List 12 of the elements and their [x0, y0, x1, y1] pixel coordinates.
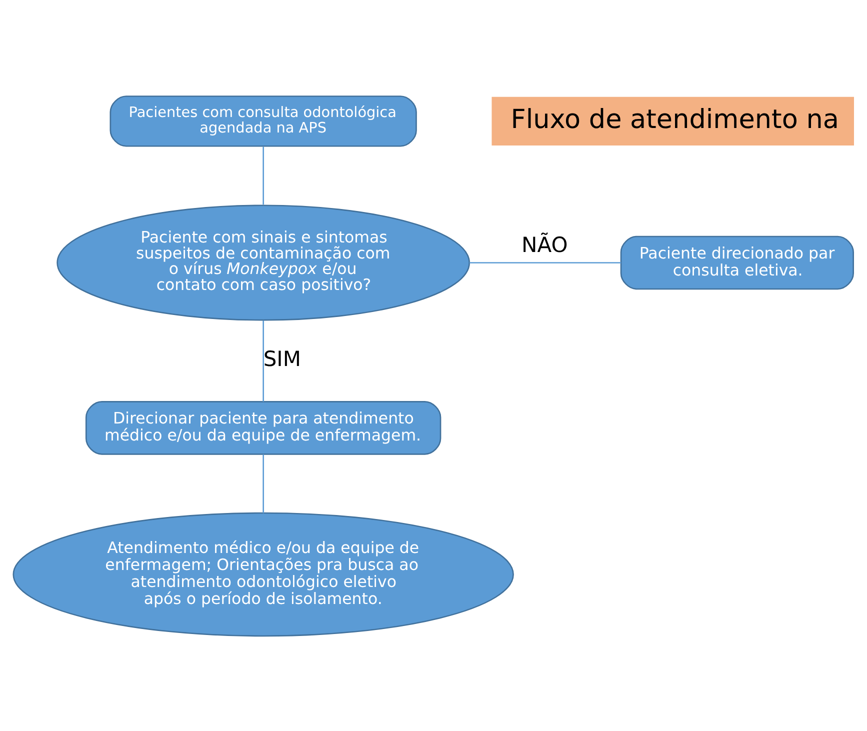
- connector: [262, 454, 264, 513]
- edge-label: NÃO: [522, 232, 568, 256]
- node-ellipse: Atendimento médico e/ou da equipe de enfermagem; Orientações pra busca ao atendimento odontológico eletivo após o período de isolamento.: [12, 512, 514, 636]
- node-box: Direcionar paciente para atendimento médico e/ou da equipe de enfermagem.: [85, 400, 442, 454]
- connector: [262, 146, 264, 204]
- node-box: Fluxo de atendimento na: [492, 96, 854, 145]
- connector: [262, 320, 264, 402]
- node-ellipse: Paciente com sinais e sintomas suspeitos de contaminação com o vírus Monkeypox e/ou contato com caso positivo?: [56, 204, 470, 320]
- connector: [469, 262, 621, 263]
- edge-label: SIM: [263, 346, 301, 370]
- node-box: Pacientes com consulta odontológica agendada na APS: [110, 95, 417, 146]
- node-box: Paciente direcionado par consulta eletiva.: [620, 235, 854, 290]
